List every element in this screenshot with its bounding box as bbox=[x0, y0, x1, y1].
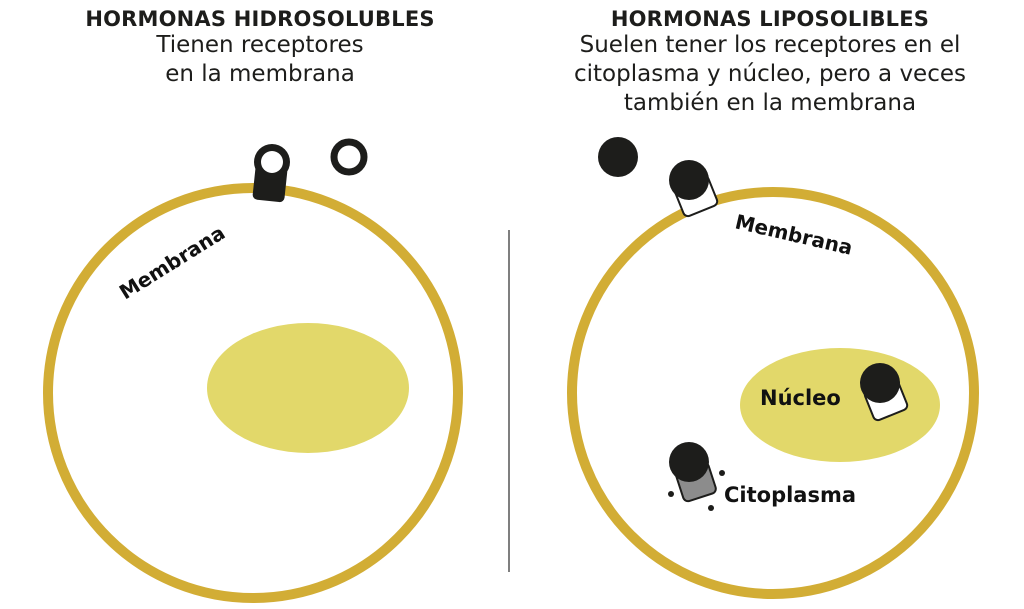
left-subtitle-line-1: Tienen receptores bbox=[156, 32, 364, 58]
cytoplasm-dot bbox=[668, 491, 674, 497]
free-hormone-hydrosoluble bbox=[330, 138, 368, 176]
right-subtitle-line-3: también en la membrana bbox=[623, 90, 917, 116]
left-title: HORMONAS HIDROSOLUBLES bbox=[85, 7, 435, 31]
cytoplasm-dot bbox=[719, 470, 725, 476]
cytoplasm-label: Citoplasma bbox=[724, 483, 856, 507]
cytoplasm-receptor bbox=[669, 442, 717, 503]
right-subtitle-line-1: Suelen tener los receptores en el bbox=[579, 32, 961, 58]
membrane-receptor-hydrosoluble bbox=[252, 144, 290, 203]
left-header: HORMONAS HIDROSOLUBLES Tienen receptores… bbox=[60, 7, 460, 89]
cytoplasm-dot bbox=[708, 505, 714, 511]
free-hormone-liposoluble bbox=[598, 137, 638, 177]
nuclear-receptor bbox=[860, 363, 909, 422]
right-subtitle-line-2: citoplasma y núcleo, pero a veces bbox=[574, 61, 966, 87]
membrane-receptor-liposoluble bbox=[669, 160, 719, 218]
left-subtitle-line-2: en la membrana bbox=[165, 61, 355, 87]
nucleus-label: Núcleo bbox=[760, 386, 841, 410]
left-nucleus bbox=[207, 323, 409, 453]
right-title: HORMONAS LIPOSOLIBLES bbox=[610, 7, 930, 31]
right-header: HORMONAS LIPOSOLIBLES Suelen tener los r… bbox=[540, 7, 1000, 118]
